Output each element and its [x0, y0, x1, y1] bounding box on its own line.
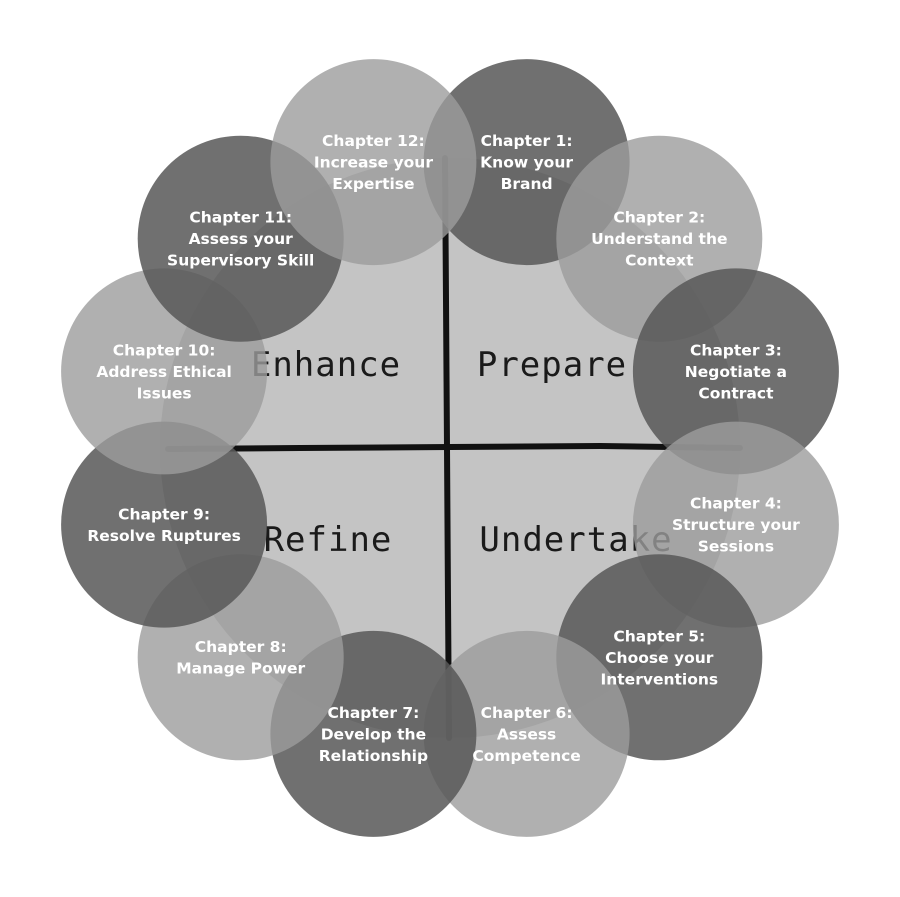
chapter-7-label-line: Relationship — [319, 747, 428, 765]
chapter-1-label-line: Brand — [501, 175, 553, 193]
chapter-6-label-line: Chapter 6: — [481, 704, 573, 722]
chapter-4-label-line: Structure your — [672, 516, 800, 534]
chapter-12-label-line: Increase your — [314, 154, 434, 172]
chapter-3-label-line: Chapter 3: — [690, 341, 782, 359]
chapter-11-label-line: Chapter 11: — [189, 209, 292, 227]
chapter-10-label-line: Chapter 10: — [113, 341, 216, 359]
chapter-4-label-line: Sessions — [698, 538, 774, 556]
chapter-2-label-line: Chapter 2: — [613, 209, 705, 227]
chapter-5-label-line: Chapter 5: — [613, 627, 705, 645]
quadrant-label-enhance: Enhance — [251, 345, 401, 385]
chapter-9-label: Chapter 9: Resolve Ruptures — [87, 505, 241, 545]
chapter-3-label-line: Contract — [698, 384, 774, 402]
chapter-6-circle — [423, 630, 630, 837]
chapter-2-label-line: Understand the — [591, 230, 727, 248]
chapter-10-label-line: Address Ethical — [96, 363, 232, 381]
chapter-1-label-line: Chapter 1: — [481, 132, 573, 150]
chapter-5-label-line: Choose your — [605, 649, 714, 667]
chapter-12-circle — [270, 59, 477, 266]
quadrant-labels: Enhance Prepare Refine Undertake — [251, 345, 672, 560]
chapter-7-label-line: Develop the — [321, 725, 426, 743]
quadrant-label-refine: Refine — [264, 520, 393, 560]
chapter-12-label-line: Expertise — [332, 175, 414, 193]
chapter-4-label-line: Chapter 4: — [690, 495, 782, 513]
chapter-5-label-line: Interventions — [600, 670, 718, 688]
chapter-9-circle — [61, 421, 268, 628]
quadrant-label-prepare: Prepare — [477, 345, 627, 385]
quadrant-axes — [165, 155, 743, 741]
chapter-6-label-line: Assess — [497, 725, 556, 743]
horizontal-axis-line — [165, 442, 743, 452]
chapter-2-label-line: Context — [625, 252, 694, 270]
chapter-11-label-line: Assess your — [189, 230, 294, 248]
chapter-7-label-line: Chapter 7: — [327, 704, 419, 722]
chapter-8-label-line: Chapter 8: — [195, 638, 287, 656]
chapter-3-circle — [632, 268, 839, 475]
chapter-10-label-line: Issues — [137, 384, 192, 402]
chapter-9-label-line: Chapter 9: — [118, 505, 210, 523]
chapter-8-label-line: Manage Power — [176, 660, 305, 678]
chapter-circles — [61, 59, 839, 837]
chapter-11-label-line: Supervisory Skill — [167, 252, 314, 270]
chapter-6-label-line: Competence — [472, 747, 580, 765]
chapter-8-label: Chapter 8: Manage Power — [176, 638, 305, 678]
chapter-9-label-line: Resolve Ruptures — [87, 527, 241, 545]
chapter-12-label-line: Chapter 12: — [322, 132, 425, 150]
chapter-1-label-line: Know your — [480, 154, 573, 172]
chapter-3-label: Chapter 3: Negotiate a Contract — [685, 341, 787, 402]
chapter-3-label-line: Negotiate a — [685, 363, 787, 381]
